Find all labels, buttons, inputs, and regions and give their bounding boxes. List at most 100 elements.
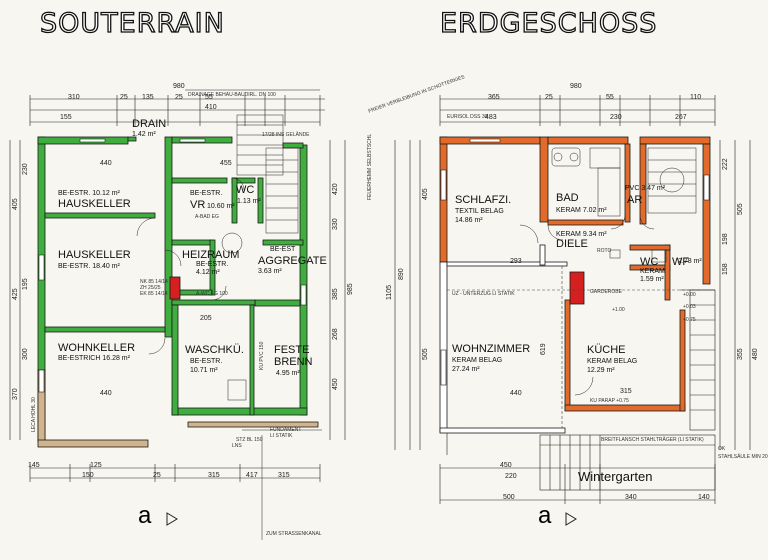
note-ok: OK (718, 446, 726, 452)
section-mark-erdgeschoss: a (538, 502, 552, 529)
room-wc-eg: WC (640, 256, 659, 268)
room-wc-eg-sub: KERAM (640, 268, 665, 275)
dim-bottom-total: 417 (246, 472, 258, 479)
dim-inner: 205 (200, 315, 212, 322)
dim-eg-bottom2: 140 (698, 494, 710, 501)
room-vr-sub: BE-ESTR. (190, 190, 223, 197)
dim-eg-left: 890 (398, 268, 405, 280)
note-roto: ROTO (597, 248, 612, 254)
note-ku-pvc: KU PVC 150 (259, 341, 265, 370)
dim-left: 230 (22, 163, 29, 175)
note-leca: LECA HOHL 30 (31, 397, 37, 432)
dim-eg-bottom2: 500 (503, 494, 515, 501)
room-wf-area: 2.78 m² (678, 258, 702, 265)
room-hauskeller2: HAUSKELLER (58, 249, 131, 261)
note-stahlsaeule: STAHLSÄULE MIN 20 (718, 454, 768, 460)
dim-left: 425 (12, 288, 19, 300)
note-nk: NK 85 14/14 (140, 279, 168, 285)
dim-inner: 440 (100, 390, 112, 397)
room-diele: DIELE (556, 238, 588, 250)
room-diele-sub: KERAM 9.34 m² (556, 231, 607, 238)
room-schlafzi: SCHLAFZI. (455, 194, 512, 206)
room-bad: BAD (556, 192, 579, 204)
souterrain-title: SOUTERRAIN (39, 7, 225, 39)
dim-eg-inner: 619 (540, 343, 547, 355)
note-ku: KU PARAP +0.75 (590, 398, 629, 404)
dim-eg-top-total: 980 (570, 83, 582, 90)
note-level3: +0.75 (683, 317, 696, 323)
dim-eg-left: 1105 (386, 284, 393, 300)
room-feste: FESTE (274, 344, 310, 356)
dim-top: 310 (68, 94, 80, 101)
room-brenn-area: 4.95 m² (276, 370, 300, 377)
room-heizraum-sub: BE-ESTR. (196, 261, 229, 268)
room-drain-area: 1.42 m² (132, 131, 156, 138)
dim-eg-top2: 267 (675, 114, 687, 121)
dim-eg-right: 505 (737, 203, 744, 215)
dim-right: 330 (332, 218, 339, 230)
souterrain-plan (9, 89, 346, 540)
room-wc: WC (236, 184, 255, 196)
room-kueche-area: 12.29 m² (587, 367, 615, 374)
note-zh: ZH 25/25 (140, 285, 161, 291)
room-waschku-area: 10.71 m² (190, 367, 218, 374)
note-lns: LNS (232, 443, 242, 449)
dim-right: 985 (347, 283, 354, 295)
dim-left: 195 (22, 278, 29, 290)
dim-bottom2: 125 (90, 462, 102, 469)
room-hauskeller1: HAUSKELLER (58, 198, 131, 210)
dim-eg-inner: 293 (510, 258, 522, 265)
room-waschku-sub: BE-ESTR. (190, 358, 223, 365)
dim-eg-top: 365 (488, 94, 500, 101)
note-li-statik: LI STATIK (270, 433, 293, 439)
dim-eg-inner: 440 (510, 390, 522, 397)
dim-bottom2: 145 (28, 462, 40, 469)
room-ar-sub: PVC 3.47 m² (625, 185, 666, 192)
room-wohnzimmer-sub: KERAM BELAG (452, 357, 503, 364)
note-level4: +1.00 (612, 307, 625, 313)
dim-eg-right: 198 (722, 233, 729, 245)
dim-right: 385 (332, 288, 339, 300)
dim-right: 268 (332, 328, 339, 340)
dim-top: 25 (175, 94, 183, 101)
dim-eg-top: 55 (606, 94, 614, 101)
dim-top-total: 980 (173, 83, 185, 90)
room-drain: DRAIN (132, 118, 167, 130)
room-vr-area: 10.60 m² (207, 203, 235, 210)
dim-left: 405 (12, 198, 19, 210)
note-feuerhemm: FEUERHEMM SELBSTSCHL (367, 133, 373, 200)
dim-eg-bottom2: 340 (625, 494, 637, 501)
note-level1: +0.00 (683, 292, 696, 298)
dim-eg-right: 480 (752, 348, 759, 360)
room-hauskeller2-sub: BE-ESTR. 18.40 m² (58, 263, 120, 270)
room-hauskeller1-sub: BE-ESTR. 10.12 m² (58, 190, 120, 197)
dim-eg-inner: 315 (620, 388, 632, 395)
room-brenn: BRENN (274, 356, 313, 368)
dim-bottom: 150 (82, 472, 94, 479)
dim-top: 135 (142, 94, 154, 101)
room-wohnkeller-sub: BE-ESTRICH 16.28 m² (58, 355, 130, 362)
dim-eg-right: 222 (722, 158, 729, 170)
dim-inner: 440 (100, 160, 112, 167)
note-breitflansch: BREITFLANSCH STAHLTRÄGER (LI STATIK) (601, 437, 704, 443)
dim-eg-left: 405 (422, 188, 429, 200)
dim-eg-top: 110 (690, 94, 702, 101)
note-awc: A-WC EG 100 (196, 291, 228, 297)
dim-bottom: 315 (208, 472, 220, 479)
note-fundament: FUNDAMENT (270, 427, 302, 433)
note-ek: EK 85 14/14 (140, 291, 168, 297)
room-schlafzi-sub: TEXTIL BELAG (455, 208, 504, 215)
dim-bottom: 25 (153, 472, 161, 479)
note-stz: STZ BL 150 (236, 437, 263, 443)
dim-eg-left: 505 (422, 348, 429, 360)
note-uz: UZ - UNTERZUG LI STATIK (452, 291, 515, 297)
dim-left: 300 (22, 348, 29, 360)
room-wf: WF (672, 256, 690, 268)
section-mark-souterrain: a (138, 502, 152, 529)
dim-eg-top: 25 (545, 94, 553, 101)
dim-eg-right: 355 (737, 348, 744, 360)
dim-eg-top2: 483 (485, 114, 497, 121)
room-wc-eg-area: 1.59 m² (640, 276, 664, 283)
room-wintergarten: Wintergarten (578, 469, 653, 484)
room-wc-area: 1.13 m² (237, 198, 261, 205)
